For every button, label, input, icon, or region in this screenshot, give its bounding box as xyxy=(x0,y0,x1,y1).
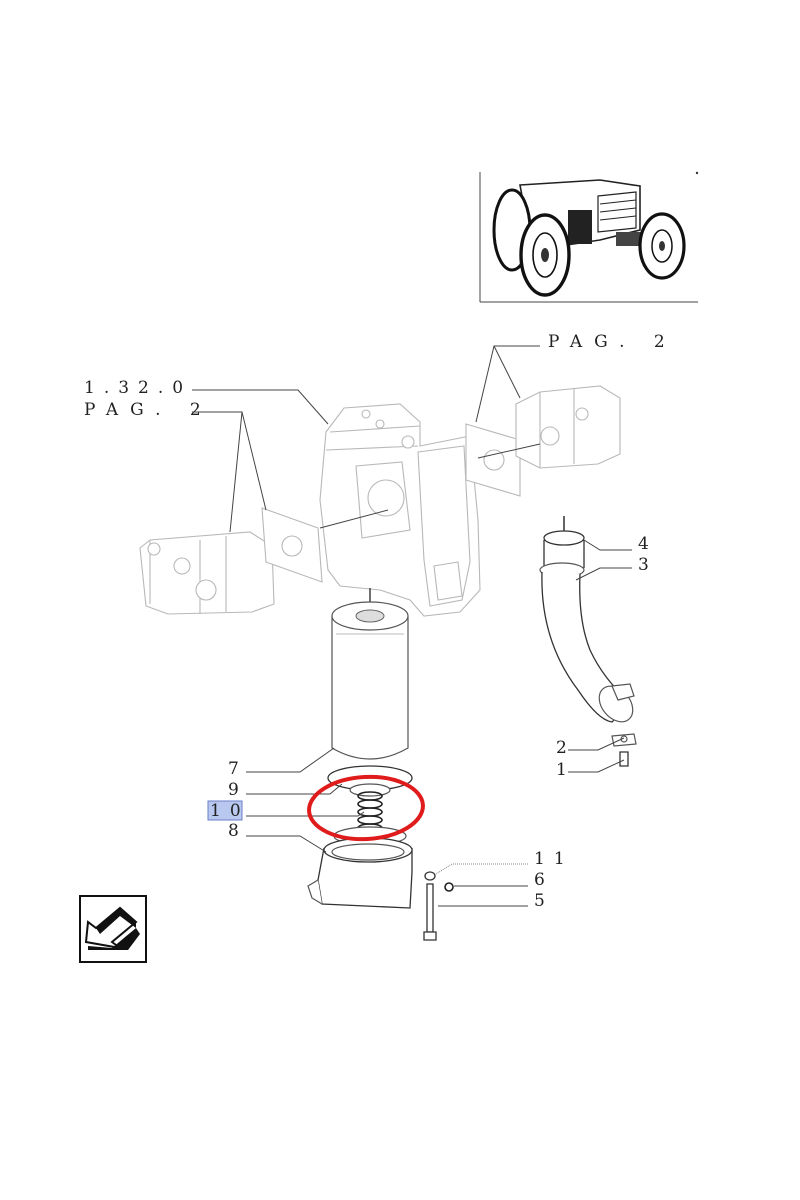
label-part-4[interactable]: 4 xyxy=(638,534,658,554)
hose-assembly xyxy=(539,516,637,767)
label-part-8[interactable]: 8 xyxy=(228,821,248,841)
filter-cartridge xyxy=(331,588,409,760)
bolt-assembly xyxy=(423,871,454,941)
label-pag-left[interactable]: PAG. 2 xyxy=(84,400,213,420)
label-part-11[interactable]: 11 xyxy=(534,849,574,869)
selected-part-label-bg xyxy=(207,800,243,821)
label-part-1[interactable]: 1 xyxy=(556,760,576,780)
label-part-3[interactable]: 3 xyxy=(638,555,658,575)
label-part-10[interactable]: 10 xyxy=(210,801,250,821)
highlight-ring xyxy=(307,774,425,842)
leader-lines xyxy=(192,345,632,907)
label-part-7[interactable]: 7 xyxy=(228,759,248,779)
label-part-5[interactable]: 5 xyxy=(534,891,554,911)
label-part-2[interactable]: 2 xyxy=(556,738,576,758)
ghost-housing xyxy=(139,385,621,617)
back-arrow-icon[interactable] xyxy=(79,895,147,963)
spring-icon xyxy=(357,791,383,833)
label-part-9[interactable]: 9 xyxy=(228,780,248,800)
label-part-6[interactable]: 6 xyxy=(534,870,554,890)
label-1-32-0[interactable]: 1.32.0 xyxy=(84,378,192,398)
tractor-thumbnail-icon xyxy=(479,171,699,303)
label-pag-right[interactable]: PAG. 2 xyxy=(548,332,677,352)
callout-labels: 1.32.0 PAG. 2 PAG. 2 4 3 2 1 7 9 10 8 11… xyxy=(84,332,677,911)
